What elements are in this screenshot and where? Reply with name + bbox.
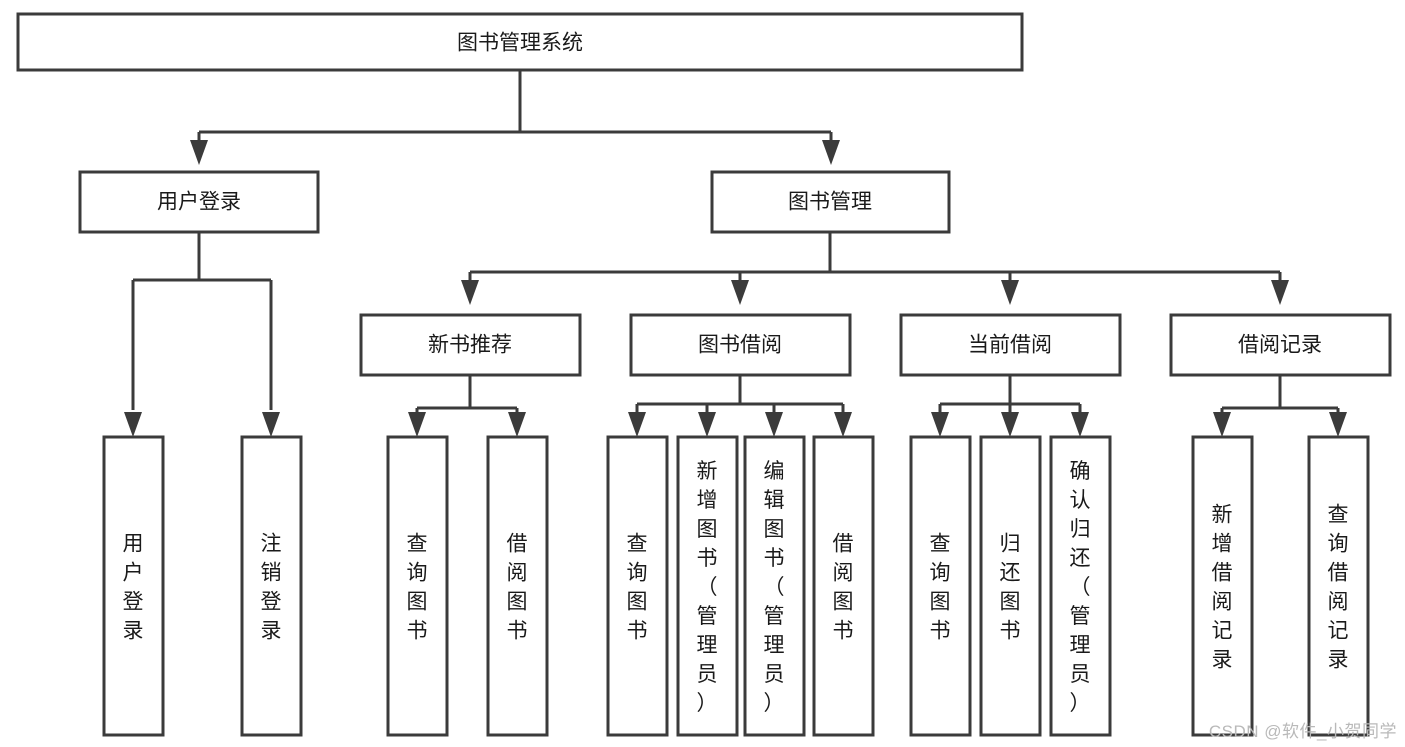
arrow-icon-leaf2 [262, 412, 280, 437]
node-leaf-12-box[interactable] [1191, 435, 1254, 737]
node-root-box[interactable] [16, 12, 1024, 72]
node-leaf-3[interactable]: 查询图书 [386, 435, 449, 737]
node-record-box[interactable] [1169, 313, 1392, 377]
node-root-label: 图书管理系统 [457, 32, 583, 55]
arrowhead-layer [124, 140, 1347, 437]
node-leaf-9-label: 查询图书 [930, 533, 951, 643]
node-leaf-11-box[interactable] [1049, 435, 1112, 737]
arrow-icon-newbook [461, 280, 479, 305]
connector-bookmgmt-bus [468, 232, 1282, 300]
node-bookmgmt[interactable]: 图书管理 [710, 170, 951, 234]
connector-root-bus [197, 70, 833, 160]
node-leaf-4-label: 借阅图书 [507, 533, 528, 643]
arrow-icon-leaf4 [508, 412, 526, 437]
node-leaf-6-label: 新增图书（管理员） [697, 460, 718, 715]
node-leaf-2-box[interactable] [240, 435, 303, 737]
arrow-icon-leaf10 [1001, 412, 1019, 437]
arrow-icon-borrow [731, 280, 749, 305]
node-leaf-12[interactable]: 新增借阅记录 [1191, 435, 1254, 737]
arrow-icon-leaf8 [834, 412, 852, 437]
arrow-icon-leaf12 [1213, 412, 1231, 437]
node-leaf-10-label: 归还图书 [1000, 533, 1021, 643]
node-leaf-5-label: 查询图书 [627, 533, 648, 643]
leaf-layer: 用户登录 注销登录 查询图书 借阅图书 查询图书 新增图书（管理员） [102, 435, 1370, 737]
node-borrow-box[interactable] [629, 313, 852, 377]
node-leaf-7[interactable]: 编辑图书（管理员） [743, 435, 806, 737]
arrow-icon-current [1001, 280, 1019, 305]
arrow-icon-leaf7 [765, 412, 783, 437]
connector-current-bus [938, 375, 1082, 418]
arrow-icon-leaf9 [931, 412, 949, 437]
arrow-icon-leaf11 [1071, 412, 1089, 437]
arrow-icon-leaf3 [408, 412, 426, 437]
node-login[interactable]: 用户登录 [78, 170, 320, 234]
node-current[interactable]: 当前借阅 [899, 313, 1122, 377]
node-leaf-8-box[interactable] [812, 435, 875, 737]
node-leaf-4[interactable]: 借阅图书 [486, 435, 549, 737]
node-bookmgmt-label: 图书管理 [788, 191, 872, 214]
node-leaf-6-box[interactable] [676, 435, 739, 737]
node-leaf-3-label: 查询图书 [407, 533, 428, 643]
arrow-icon-bookmgmt [822, 140, 840, 165]
connector-borrow-bus [635, 375, 845, 418]
arrow-icon-login [190, 140, 208, 165]
connector-newbook-bus [415, 375, 519, 418]
node-current-label: 当前借阅 [968, 334, 1052, 357]
node-leaf-9-box[interactable] [909, 435, 972, 737]
node-current-box[interactable] [899, 313, 1122, 377]
node-leaf-4-box[interactable] [486, 435, 549, 737]
arrow-icon-record [1271, 280, 1289, 305]
node-leaf-13-box[interactable] [1307, 435, 1370, 737]
node-leaf-3-box[interactable] [386, 435, 449, 737]
connector-record-bus [1220, 375, 1340, 418]
node-leaf-13[interactable]: 查询借阅记录 [1307, 435, 1370, 737]
node-borrow-label: 图书借阅 [698, 334, 782, 357]
node-leaf-1-box[interactable] [102, 435, 165, 737]
arrow-icon-leaf5 [628, 412, 646, 437]
node-leaf-5[interactable]: 查询图书 [606, 435, 669, 737]
node-leaf-9[interactable]: 查询图书 [909, 435, 972, 737]
node-record[interactable]: 借阅记录 [1169, 313, 1392, 377]
node-leaf-2-label: 注销登录 [261, 533, 282, 643]
node-login-box[interactable] [78, 170, 320, 234]
node-leaf-2[interactable]: 注销登录 [240, 435, 303, 737]
node-record-label: 借阅记录 [1238, 334, 1322, 357]
node-leaf-8-label: 借阅图书 [833, 533, 854, 643]
node-leaf-13-label: 查询借阅记录 [1328, 504, 1349, 672]
node-leaf-8[interactable]: 借阅图书 [812, 435, 875, 737]
arrow-icon-leaf13 [1329, 412, 1347, 437]
node-leaf-7-box[interactable] [743, 435, 806, 737]
node-newbook[interactable]: 新书推荐 [359, 313, 582, 377]
node-leaf-11-label: 确认归还（管理员） [1070, 460, 1091, 715]
node-leaf-6[interactable]: 新增图书（管理员） [676, 435, 739, 737]
node-leaf-10-box[interactable] [979, 435, 1042, 737]
arrow-icon-leaf6 [698, 412, 716, 437]
node-root[interactable]: 图书管理系统 [16, 12, 1024, 72]
node-leaf-1[interactable]: 用户登录 [102, 435, 165, 737]
node-leaf-5-box[interactable] [606, 435, 669, 737]
node-leaf-12-label: 新增借阅记录 [1212, 504, 1233, 672]
connector-login-bus [131, 232, 273, 410]
node-leaf-11[interactable]: 确认归还（管理员） [1049, 435, 1112, 737]
node-leaf-1-label: 用户登录 [123, 533, 144, 643]
node-leaf-7-label: 编辑图书（管理员） [764, 460, 785, 715]
node-leaf-10[interactable]: 归还图书 [979, 435, 1042, 737]
node-newbook-box[interactable] [359, 313, 582, 377]
node-newbook-label: 新书推荐 [428, 334, 512, 357]
node-login-label: 用户登录 [157, 191, 241, 214]
node-borrow[interactable]: 图书借阅 [629, 313, 852, 377]
arrow-icon-leaf1 [124, 412, 142, 437]
node-bookmgmt-box[interactable] [710, 170, 951, 234]
